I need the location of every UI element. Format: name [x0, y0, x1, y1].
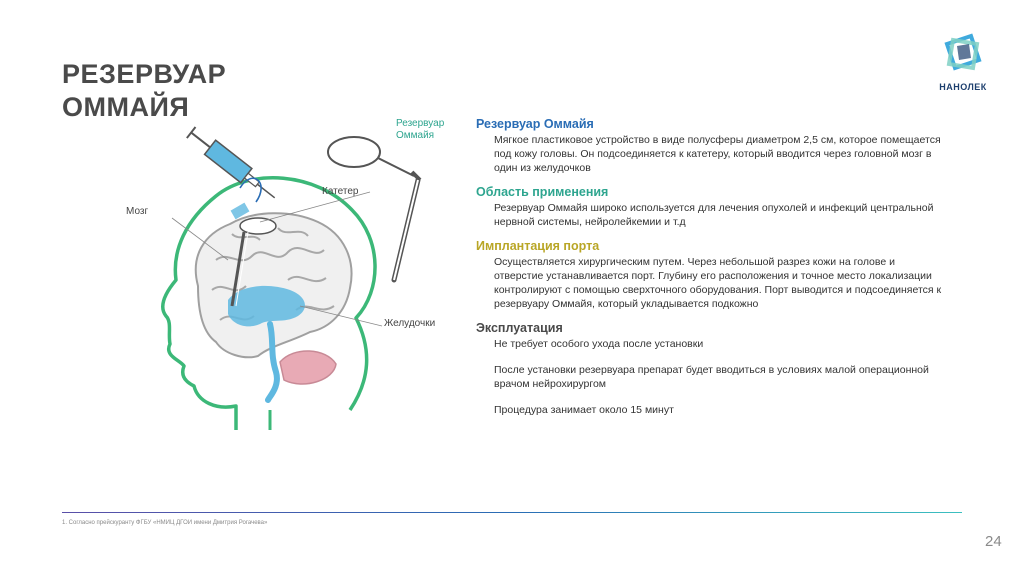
section-paragraph: Осуществляется хирургическим путем. Чере…: [494, 256, 942, 310]
section-reservoir: Резервуар Оммайя Мягкое пластиковое устр…: [476, 116, 946, 175]
section-body: Резервуар Оммайя широко используется для…: [476, 201, 946, 229]
section-operation: Эксплуатация Не требует особого ухода по…: [476, 320, 946, 417]
footnote: 1. Согласно прейскуранту ФГБУ «НМИЦ ДГОИ…: [62, 520, 268, 526]
head-diagram-icon: [161, 126, 422, 432]
section-paragraph: Процедура занимает около 15 минут: [494, 404, 674, 416]
label-catheter: Катетер: [322, 186, 359, 197]
company-logo: НАНОЛЕК: [933, 30, 993, 102]
section-body: Не требует особого ухода после установки…: [476, 337, 946, 417]
section-paragraph: Резервуар Оммайя широко используется для…: [494, 202, 934, 228]
title-line-1: РЕЗЕРВУАР: [62, 59, 227, 89]
logo-mark-icon: [944, 33, 982, 71]
page-number: 24: [985, 533, 1002, 550]
label-reservoir: Резервуар Оммайя: [396, 118, 444, 142]
section-title: Имплантация порта: [476, 239, 600, 253]
section-paragraph: Не требует особого ухода после установки: [494, 338, 704, 350]
brain-illustration: Резервуар Оммайя Катетер Мозг Желудочки: [120, 110, 480, 432]
label-reservoir-line-2: Оммайя: [396, 130, 435, 141]
section-paragraph: Мягкое пластиковое устройство в виде пол…: [494, 134, 941, 174]
content-sections: Резервуар Оммайя Мягкое пластиковое устр…: [476, 116, 946, 426]
section-title: Резервуар Оммайя: [476, 117, 594, 131]
label-ventricles: Желудочки: [384, 318, 436, 329]
section-paragraph: После установки резервуара препарат буде…: [494, 364, 929, 390]
label-brain: Мозг: [126, 206, 149, 217]
section-application: Область применения Резервуар Оммайя широ…: [476, 184, 946, 229]
section-implantation: Имплантация порта Осуществляется хирурги…: [476, 238, 946, 311]
label-reservoir-line-1: Резервуар: [396, 118, 445, 129]
section-title: Область применения: [476, 185, 609, 199]
footer-divider: [62, 512, 962, 513]
section-body: Мягкое пластиковое устройство в виде пол…: [476, 133, 946, 175]
logo-text: НАНОЛЕК: [939, 82, 987, 92]
slide-title: РЕЗЕРВУАР ОММАЙЯ: [62, 58, 226, 124]
section-body: Осуществляется хирургическим путем. Чере…: [476, 255, 946, 311]
title-line-2: ОММАЙЯ: [62, 92, 190, 122]
section-title: Эксплуатация: [476, 321, 563, 335]
